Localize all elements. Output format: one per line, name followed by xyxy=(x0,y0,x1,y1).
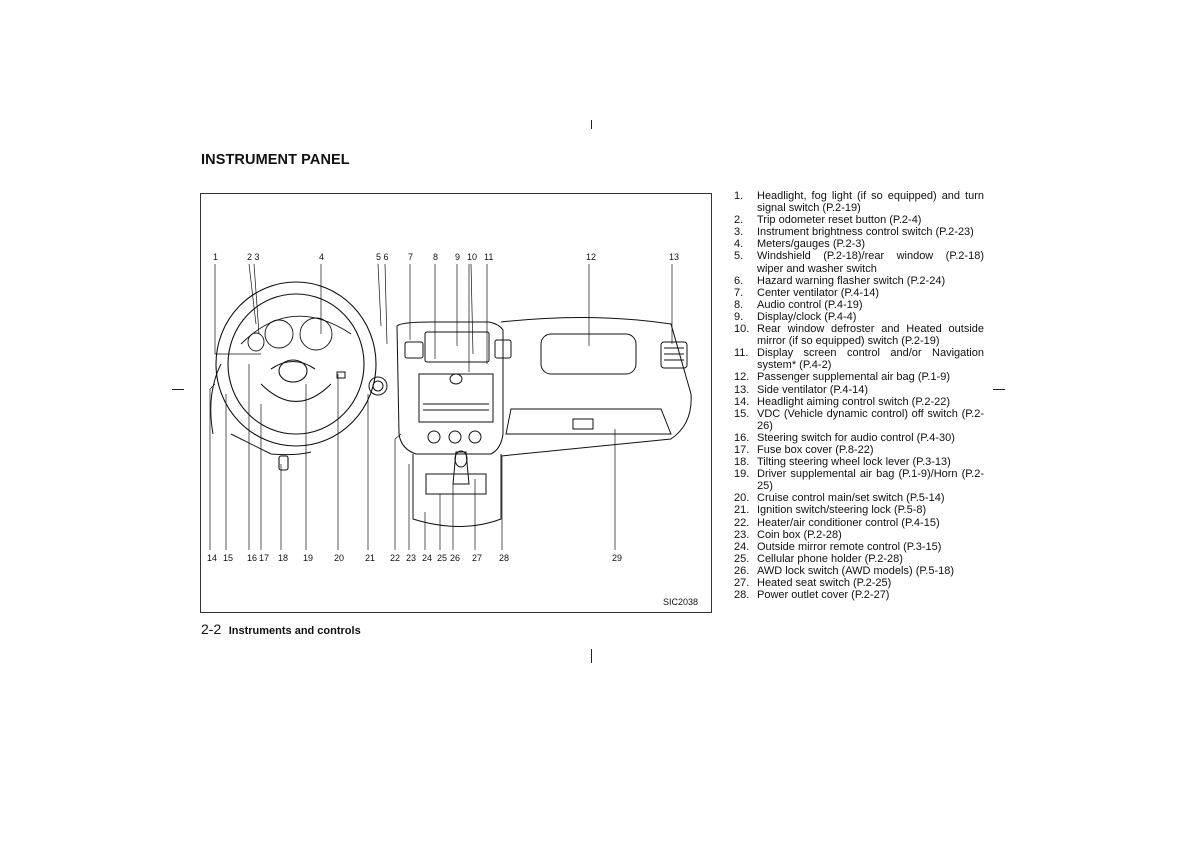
legend-item-22: 22.Heater/air conditioner control (P.4-1… xyxy=(734,516,940,529)
callout-23: 23 xyxy=(406,553,416,563)
crop-mark-left xyxy=(172,389,184,390)
legend-item-21: 21.Ignition switch/steering lock (P.5-8) xyxy=(734,504,927,517)
legend-item-23: 23.Coin box (P.2-28) xyxy=(734,528,842,541)
page-title: INSTRUMENT PANEL xyxy=(201,152,350,168)
callout-18: 18 xyxy=(278,553,288,563)
callout-16: 16 xyxy=(247,553,257,563)
legend-item-13: 13.Side ventilator (P.4-14) xyxy=(734,383,869,396)
legend-item-3: 3.Instrument brightness control switch (… xyxy=(734,226,974,239)
callout-labels: 1 2 3 4 5 6 7 8 9 10 11 12 13 14 15 16 1… xyxy=(207,252,679,563)
steering-wheel xyxy=(215,281,377,471)
console xyxy=(412,450,502,527)
legend-item-1: 1.Headlight, fog light (if so equipped) … xyxy=(734,190,984,215)
callout-24: 24 xyxy=(422,553,432,563)
legend-item-15: 15.VDC (Vehicle dynamic control) off swi… xyxy=(734,407,984,432)
crop-mark-top xyxy=(591,120,592,129)
crop-mark-right xyxy=(993,389,1005,390)
dash-right xyxy=(500,316,692,457)
callout-15: 15 xyxy=(223,553,233,563)
legend-item-5: 5.Windshield (P.2-18)/rear window (P.2-1… xyxy=(734,250,984,275)
legend-item-27: 27.Heated seat switch (P.2-25) xyxy=(734,577,892,589)
legend-item-8: 8.Audio control (P.4-19) xyxy=(734,298,863,311)
legend-item-25: 25.Cellular phone holder (P.2-28) xyxy=(734,552,903,565)
legend-item-18: 18.Tilting steering wheel lock lever (P.… xyxy=(734,456,951,469)
callout-8: 8 xyxy=(433,252,438,262)
callout-27: 27 xyxy=(472,553,482,563)
callout-12: 12 xyxy=(586,252,596,262)
legend-item-16: 16.Steering switch for audio control (P.… xyxy=(734,431,955,444)
callout-25: 25 xyxy=(437,553,447,563)
legend-item-7: 7.Center ventilator (P.4-14) xyxy=(734,286,880,299)
page-footer: 2-2 Instruments and controls xyxy=(201,621,361,639)
callout-13: 13 xyxy=(669,252,679,262)
legend-item-20: 20.Cruise control main/set switch (P.5-1… xyxy=(734,492,945,505)
crop-mark-bottom xyxy=(591,649,592,663)
callout-2-3: 2 3 xyxy=(247,252,260,262)
legend-item-24: 24.Outside mirror remote control (P.3-15… xyxy=(734,540,942,553)
callout-19: 19 xyxy=(303,553,313,563)
callout-21: 21 xyxy=(365,553,375,563)
legend-item-4: 4.Meters/gauges (P.2-3) xyxy=(734,238,866,251)
callout-9: 9 xyxy=(455,252,460,262)
page-number: 2-2 xyxy=(201,621,222,637)
callout-5-6: 5 6 xyxy=(376,252,389,262)
legend-list: 1.Headlight, fog light (if so equipped) … xyxy=(734,190,984,601)
instrument-panel-drawing: 1 2 3 4 5 6 7 8 9 10 11 12 13 14 15 16 1… xyxy=(207,252,698,607)
callout-28: 28 xyxy=(499,553,509,563)
legend-item-10: 10.Rear window defroster and Heated outs… xyxy=(734,323,984,348)
leader-lines xyxy=(209,263,673,550)
legend-item-19: 19.Driver supplemental air bag (P.1-9)/H… xyxy=(734,468,984,493)
legend-item-28: 28.Power outlet cover (P.2-27) xyxy=(734,589,890,602)
center-stack xyxy=(396,321,512,455)
legend-item-11: 11.Display screen control and/or Navigat… xyxy=(734,347,984,372)
callout-10: 10 xyxy=(467,252,477,262)
meter-cluster xyxy=(240,315,352,352)
dash-left-contour xyxy=(210,363,388,456)
figure-code: SIC2038 xyxy=(663,597,698,607)
legend-item-9: 9.Display/clock (P.4-4) xyxy=(734,310,857,323)
callout-22: 22 xyxy=(390,553,400,563)
callout-20: 20 xyxy=(334,553,344,563)
callout-11: 11 xyxy=(484,252,493,262)
legend-item-26: 26.AWD lock switch (AWD models) (P.5-18) xyxy=(734,564,955,577)
callout-14: 14 xyxy=(207,553,217,563)
instrument-panel-figure: 1 2 3 4 5 6 7 8 9 10 11 12 13 14 15 16 1… xyxy=(200,193,712,613)
callout-17: 17 xyxy=(259,553,269,563)
legend-item-17: 17.Fuse box cover (P.8-22) xyxy=(734,443,874,456)
legend-item-14: 14.Headlight aiming control switch (P.2-… xyxy=(734,395,950,408)
callout-26: 26 xyxy=(450,553,460,563)
callout-1: 1 xyxy=(213,252,218,262)
callout-4: 4 xyxy=(319,252,324,262)
section-name: Instruments and controls xyxy=(228,625,361,637)
callout-29: 29 xyxy=(612,553,622,563)
callout-7: 7 xyxy=(408,252,413,262)
legend-item-6: 6.Hazard warning flasher switch (P.2-24) xyxy=(734,274,946,287)
legend-item-2: 2.Trip odometer reset button (P.2-4) xyxy=(734,214,922,227)
legend-item-12: 12.Passenger supplemental air bag (P.1-9… xyxy=(734,371,951,384)
